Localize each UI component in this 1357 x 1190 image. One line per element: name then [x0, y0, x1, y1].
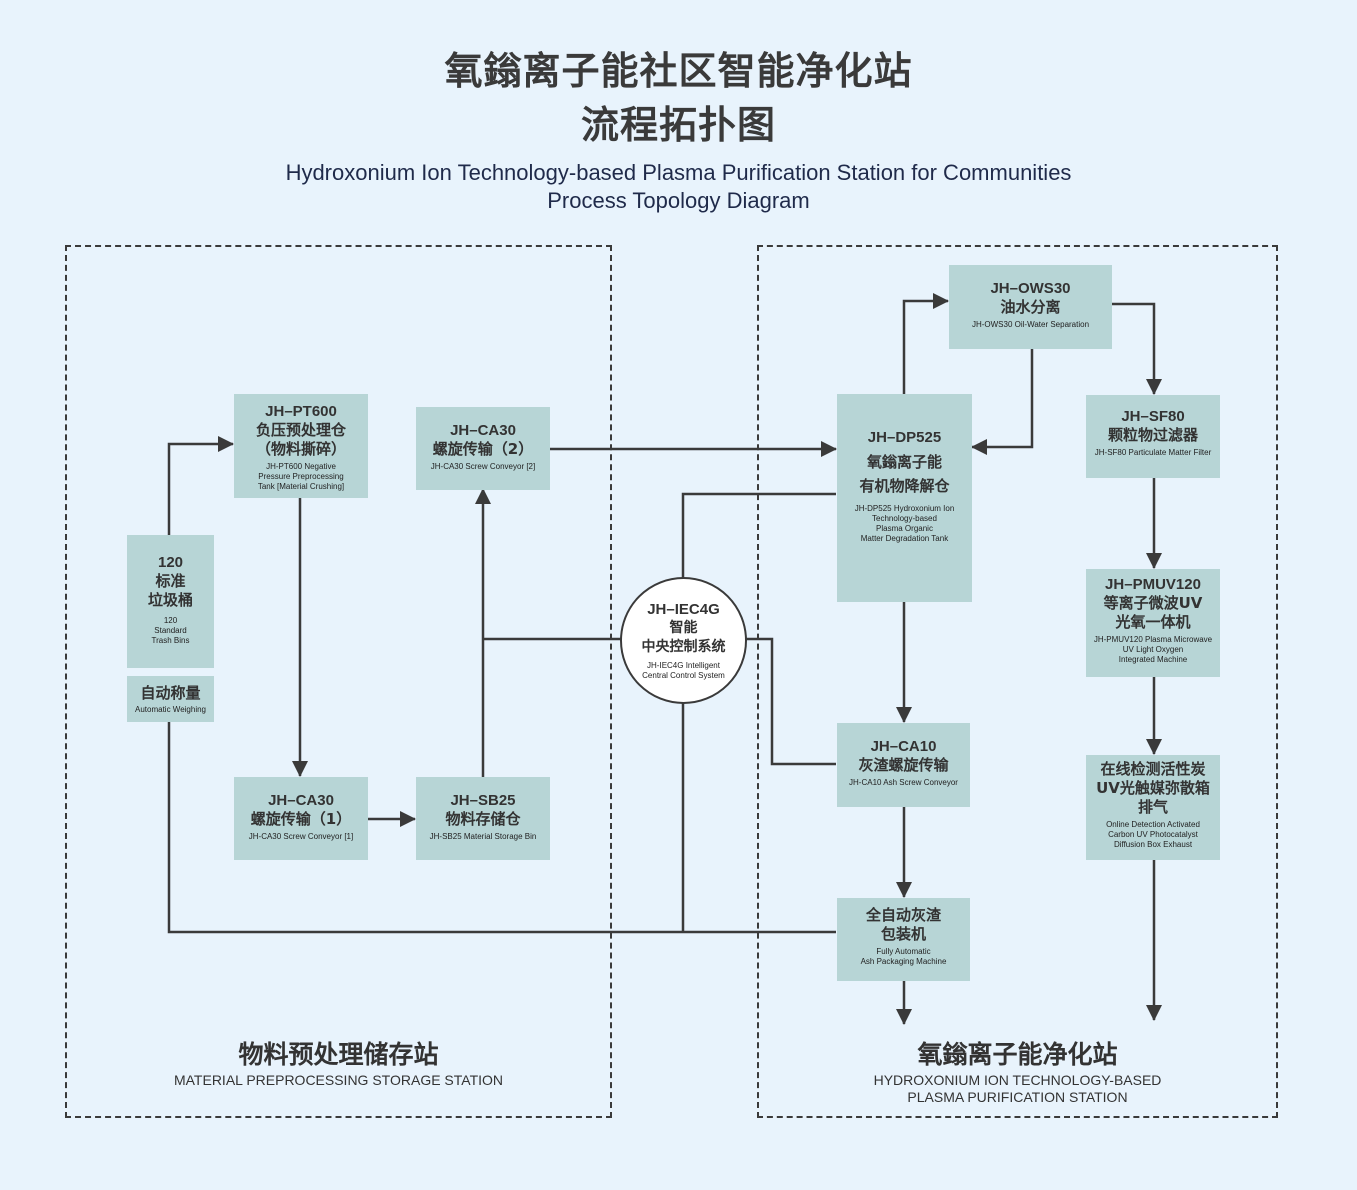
node-code: JH–PT600: [265, 403, 337, 420]
node-label-en: JH-SF80 Particulate Matter Filter: [1094, 448, 1212, 457]
left-station-title-cn: 物料预处理储存站: [238, 1040, 439, 1069]
node-ash-packaging-machine[interactable]: 全自动灰渣 包装机 Fully Automatic Ash Packaging …: [837, 898, 970, 981]
node-label-en: Automatic Weighing: [135, 705, 206, 714]
node-label-en: JH-OWS30 Oil-Water Separation: [971, 320, 1090, 329]
link-trashbins-to-pt600: [167, 436, 234, 536]
node-label-cn: 等离子微波UV 光氧一体机: [1103, 594, 1203, 631]
node-label-cn: 螺旋传输（2）: [432, 440, 534, 458]
node-jh-sf80[interactable]: JH–SF80 颗粒物过滤器 JH-SF80 Particulate Matte…: [1086, 395, 1220, 478]
node-label-en: JH-CA30 Screw Conveyor [2]: [430, 462, 536, 471]
node-jh-ca10[interactable]: JH–CA10 灰渣螺旋传输 JH-CA10 Ash Screw Conveyo…: [837, 723, 970, 807]
title-en-line2: Process Topology Diagram: [547, 188, 810, 213]
node-label-en: JH-PT600 Negative Pressure Preprocessing…: [257, 462, 345, 491]
node-code: JH–CA30: [268, 792, 334, 809]
link-control-to-ca10: [745, 637, 836, 766]
node-code: JH–CA10: [870, 738, 937, 755]
node-label-en: JH-PMUV120 Plasma Microwave UV Light Oxy…: [1093, 635, 1213, 664]
node-label-cn: 油水分离: [1000, 298, 1061, 316]
material-preprocessing-station-boundary: [65, 245, 612, 1118]
link-control-to-dp525: [681, 492, 836, 590]
node-jh-sb25[interactable]: JH–SB25 物料存储仓 JH-SB25 Material Storage B…: [416, 777, 550, 860]
node-jh-ows30[interactable]: JH–OWS30 油水分离 JH-OWS30 Oil-Water Separat…: [949, 265, 1112, 349]
node-label-cn: 负压预处理仓 （物料撕碎）: [255, 421, 346, 458]
node-code: JH–CA30: [450, 422, 516, 439]
link-dp525-to-ows30: [902, 293, 949, 394]
node-label-en: JH-CA10 Ash Screw Conveyor: [849, 778, 958, 787]
node-code: JH–SF80: [1121, 408, 1185, 425]
node-label-cn: 灰渣螺旋传输: [858, 756, 949, 774]
purification-station-boundary: [757, 245, 1278, 1118]
node-label-en: JH-IEC4G Intelligent Central Control Sys…: [642, 661, 725, 680]
node-label-en: Online Detection Activated Carbon UV Pho…: [1106, 820, 1200, 849]
right-station-title-en: HYDROXONIUM ION TECHNOLOGY-BASED PLASMA …: [873, 1072, 1162, 1105]
node-jh-pmuv120[interactable]: JH–PMUV120 等离子微波UV 光氧一体机 JH-PMUV120 Plas…: [1086, 569, 1220, 677]
node-label-en: 120 Standard Trash Bins: [151, 616, 190, 645]
node-trash-bins[interactable]: 120 标准 垃圾桶 120 Standard Trash Bins: [127, 535, 214, 668]
node-code: JH–SB25: [450, 792, 516, 809]
title-cn-line2: 流程拓扑图: [580, 103, 776, 147]
node-jh-dp525[interactable]: JH–DP525 氧鎓离子能 有机物降解仓 JH-DP525 Hydroxoni…: [837, 394, 972, 602]
node-label-cn: 自动称量: [140, 684, 201, 702]
right-station-title-cn: 氧鎓离子能净化站: [917, 1040, 1118, 1069]
link-ows30-to-dp525: [971, 348, 1034, 455]
node-automatic-weighing[interactable]: 自动称量 Automatic Weighing: [127, 676, 214, 722]
node-code: 120: [157, 554, 184, 571]
node-label-cn: 颗粒物过滤器: [1107, 426, 1198, 444]
link-ows30-to-sf80: [1111, 302, 1162, 395]
node-code: JH–IEC4G: [647, 601, 720, 618]
title-en-line1: Hydroxonium Ion Technology-based Plasma …: [285, 160, 1072, 185]
node-label-en: Fully Automatic Ash Packaging Machine: [860, 947, 947, 966]
node-online-detection-exhaust[interactable]: 在线检测活性炭 UV光触媒弥散箱 排气 Online Detection Act…: [1086, 755, 1220, 860]
node-label-en: JH-SB25 Material Storage Bin: [429, 832, 537, 841]
node-jh-ca30-1[interactable]: JH–CA30 螺旋传输（1） JH-CA30 Screw Conveyor […: [234, 777, 368, 860]
node-jh-ca30-2[interactable]: JH–CA30 螺旋传输（2） JH-CA30 Screw Conveyor […: [416, 407, 550, 490]
node-jh-pt600[interactable]: JH–PT600 负压预处理仓 （物料撕碎） JH-PT600 Negative…: [234, 394, 368, 498]
link-weighing-to-packaging-bus: [167, 722, 836, 934]
node-label-cn: 标准 垃圾桶: [147, 572, 193, 609]
node-label-cn: 螺旋传输（1）: [250, 810, 352, 828]
left-station-title-en: MATERIAL PREPROCESSING STORAGE STATION: [173, 1072, 504, 1088]
node-code: JH–PMUV120: [1105, 576, 1201, 593]
node-label-cn: 物料存储仓: [445, 810, 521, 828]
title-cn-line1: 氧鎓离子能社区智能净化站: [444, 49, 913, 93]
node-label-cn: 全自动灰渣 包装机: [865, 906, 941, 943]
node-label-cn: 氧鎓离子能 有机物降解仓: [859, 453, 950, 495]
node-label-cn: 智能 中央控制系统: [641, 620, 726, 655]
node-label-cn: 在线检测活性炭 UV光触媒弥散箱 排气: [1096, 760, 1210, 816]
node-jh-iec4g-central-control[interactable]: JH–IEC4G 智能 中央控制系统 JH-IEC4G Intelligent …: [620, 577, 747, 704]
node-label-en: JH-CA30 Screw Conveyor [1]: [248, 832, 354, 841]
node-label-en: JH-DP525 Hydroxonium Ion Technology-base…: [854, 504, 955, 543]
node-code: JH–DP525: [867, 429, 942, 446]
node-code: JH–OWS30: [990, 280, 1071, 297]
